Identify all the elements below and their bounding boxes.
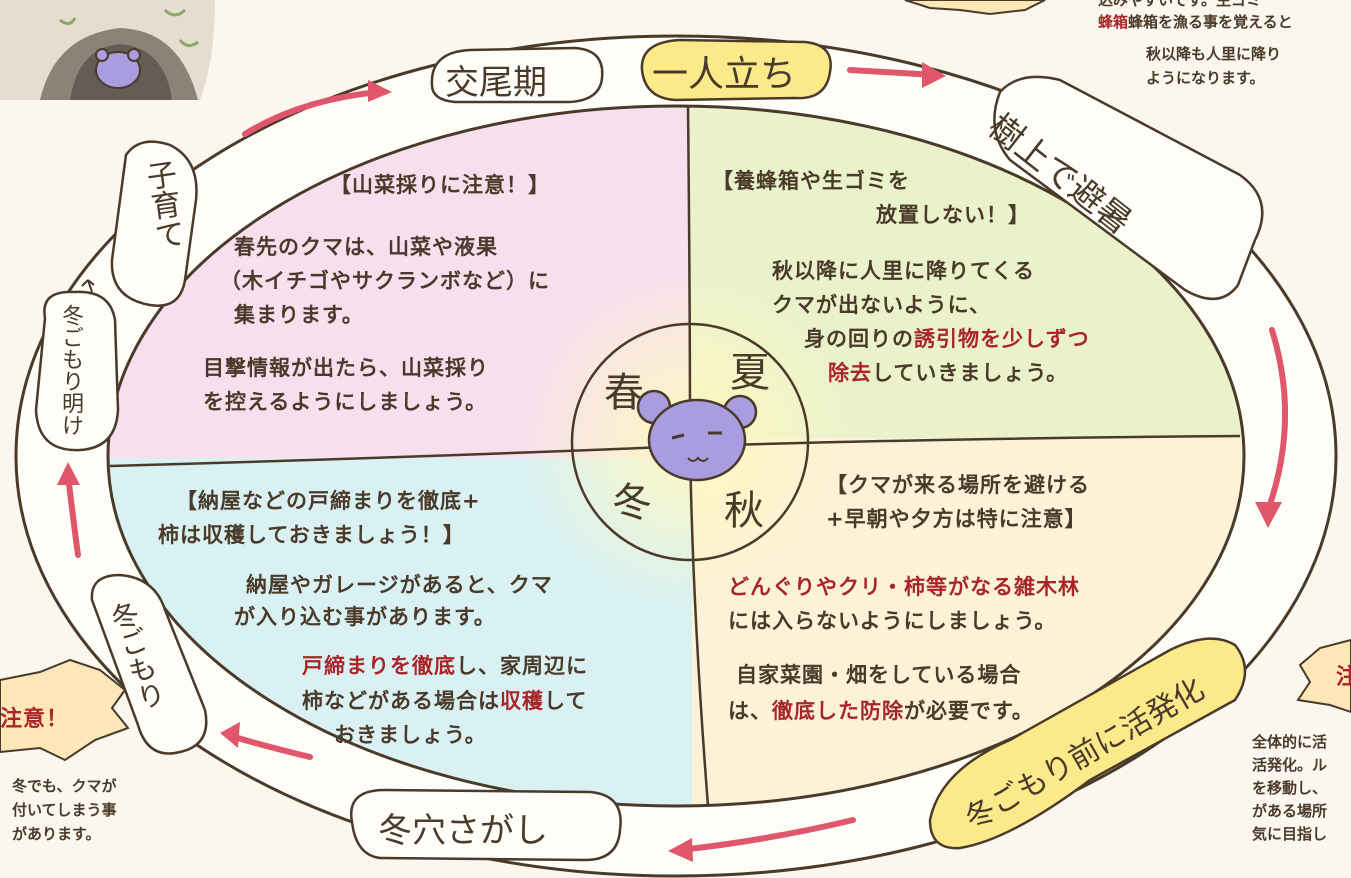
winter-note-3: おきましょう。 [334,723,487,747]
corner-right-label: 注 [1336,665,1351,690]
spring-heading: 【山菜採りに注意！】 [330,173,550,197]
corner-right-3: を移動し、 [1252,779,1328,797]
winter-note-1-plain: し、家周辺に [456,654,588,678]
arrow-4 [677,817,856,853]
stage-emerge: 冬ごもり明け [58,304,83,436]
spring-note-1: 目撃情報が出たら、山菜採り [203,356,489,380]
stage-mating: 交尾期 [445,63,547,103]
winter-note-2-post: して [544,689,588,713]
season-summer: 夏 [730,350,770,396]
arrow-3 [1265,327,1288,513]
corner-left-3: があります。 [12,825,101,843]
bubble-pre-hibernation [928,637,1247,850]
summer-body-1: 秋以降に人里に降りてくる [772,259,1035,283]
season-spring: 春 [604,370,644,416]
corner-left-label: 注意！ [0,707,70,732]
corner-left-2: 付いてしまう事 [12,801,117,819]
center-circle [570,322,810,562]
callout-burst-right [1296,638,1351,714]
season-autumn: 秋 [724,488,764,534]
spring-note-2: を控えるようにしましょう。 [203,390,488,414]
callout-burst-left [0,658,130,762]
bubble-den [349,788,622,862]
bear-face [636,389,758,482]
corner-top-right-2-plain: 蜂箱を漁る事を覚えると [1128,13,1293,31]
summer-body-2: クマが出ないように、 [772,293,991,317]
autumn-note-2: は、徹底した防除が必要です。 [728,698,1034,724]
stage-den: 冬穴さがし [378,811,548,851]
winter-body-1: 納屋やガレージがあると、クマ [246,573,553,597]
arrow-1 [242,89,381,137]
autumn-body-red: どんぐりやクリ・柿等がなる雑木林 [728,575,1080,599]
inner-ring [106,104,1246,808]
summer-body-3-plain: 身の回りの [804,327,914,351]
corner-right-5: 気に目指し [1252,825,1328,843]
autumn-heading-1: 【クマが来る場所を避ける [826,473,1090,497]
winter-note-1-red: 戸締まりを徹底 [302,654,456,678]
autumn-note-2-pre: は、 [728,699,772,723]
autumn-body: には入らないようにしましょう。 [728,609,1057,633]
corner-top-right-4: ようになります。 [1146,69,1265,87]
corner-right-2: 活発化。ル [1252,756,1328,774]
winter-body-2: が入り込む事があります。 [234,605,496,629]
autumn-note-2-post: が必要です。 [904,699,1034,723]
bubble-mating [430,46,604,104]
bubble-independence [640,38,832,102]
cave-illustration [0,0,215,100]
corner-top-right-1: 込みやすいです。生ゴミ [1098,0,1262,9]
arrow-2 [847,67,938,78]
summer-heading-1: 【養蜂箱や生ゴミを [712,169,910,193]
spring-body-1: 春先のクマは、山菜や液果 [234,235,498,259]
winter-note-2-red: 収穫 [500,689,544,713]
stage-independence: 一人立ち [652,54,797,95]
autumn-heading-2: +早朝や夕方は特に注意】 [826,507,1087,531]
corner-top-right-red: 蜂箱 [1098,13,1129,31]
bubble-child [110,140,198,307]
winter-note-2: 柿などがある場合は収穫して [302,688,587,714]
summer-body-3-red: 誘引物を少しずつ [914,327,1090,351]
bubble-hibernate [90,573,208,755]
callout-burst-top [904,0,1046,16]
summer-heading-2: 放置しない！】 [876,203,1030,227]
winter-note-2-pre: 柿などがある場合は [302,689,500,713]
corner-right-4: がある場所 [1252,802,1328,820]
corner-left-1: 冬でも、クマが [12,777,117,795]
winter-note-1: 戸締まりを徹底し、家周辺に [302,653,588,679]
bubble-shade [993,75,1264,301]
spring-body-3: 集まります。 [234,303,364,327]
corner-right-1: 全体的に活 [1252,733,1328,751]
winter-heading-1: 【納屋などの戸締まりを徹底+ [176,489,481,513]
season-winter: 冬 [612,480,652,526]
bubble-emerge [34,290,120,452]
corner-top-right-2: 蜂箱蜂箱を漁る事を覚えると [1098,12,1293,34]
summer-body-3: 身の回りの誘引物を少しずつ [804,326,1090,352]
summer-body-4-red: 除去 [828,361,872,385]
spring-body-2: （木イチゴやサクランボなど）に [220,269,550,293]
corner-top-right-3: 秋以降も人里に降り [1146,45,1282,63]
summer-body-4: 除去していきましょう。 [828,360,1068,386]
autumn-note-2-red: 徹底した防除 [772,699,904,723]
autumn-note-1: 自家菜園・畑をしている場合 [736,663,1022,687]
winter-heading-2: 柿は収穫しておきましょう！】 [158,523,465,547]
summer-body-4-plain: していきましょう。 [872,361,1069,385]
